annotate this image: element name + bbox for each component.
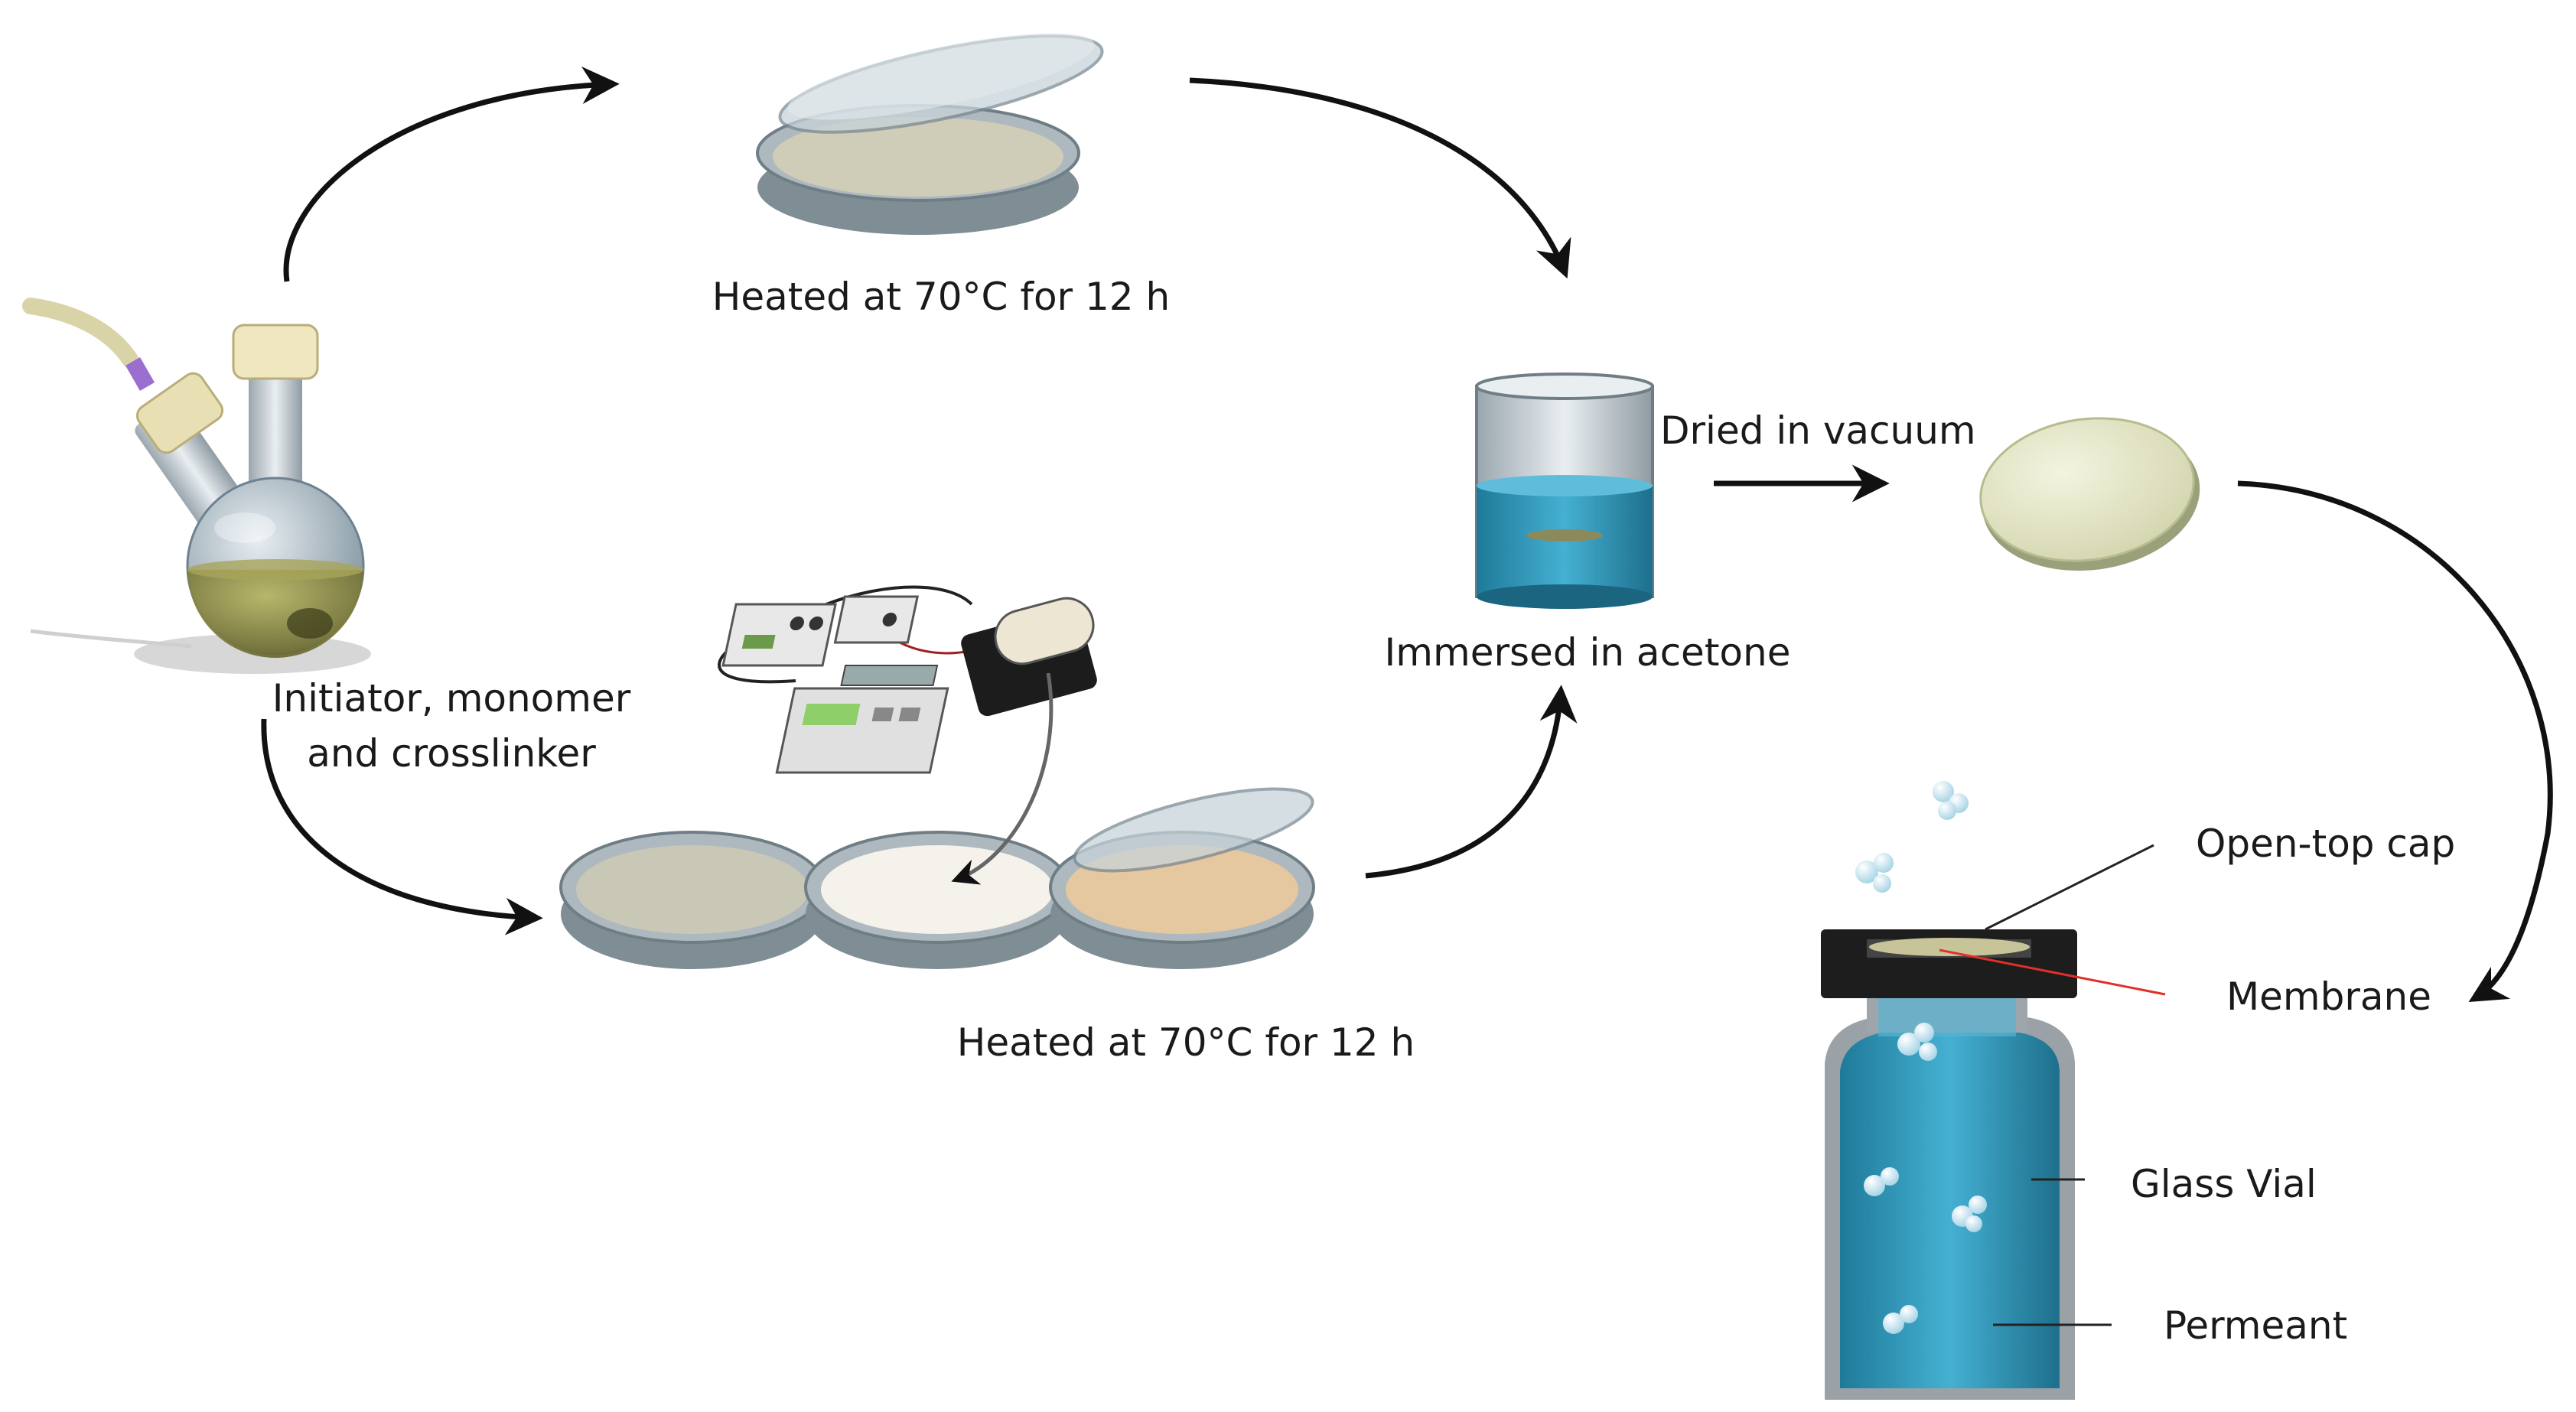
process-arrows bbox=[261, 66, 2553, 1003]
membrane-disc bbox=[1979, 417, 2200, 571]
open-top-cap-leader bbox=[1985, 844, 2154, 931]
flask-label-line-2: and crosslinker bbox=[307, 731, 596, 776]
open-top-cap-label: Open-top cap bbox=[2196, 821, 2455, 866]
permeant-label: Permeant bbox=[2164, 1303, 2347, 1348]
arrow-flask-to-top-dish bbox=[283, 66, 620, 282]
syringe-pump-setup bbox=[718, 585, 1097, 774]
acetone-beaker bbox=[1475, 373, 1654, 609]
permeant-bubbles bbox=[1855, 781, 1987, 1334]
immersed-label: Immersed in acetone bbox=[1385, 630, 1791, 675]
arrow-bottom-dishes-to-beaker bbox=[1365, 685, 1578, 879]
flask-label-line-1: Initiator, monomer bbox=[272, 676, 631, 721]
heated-bottom-label: Heated at 70°C for 12 h bbox=[957, 1020, 1415, 1065]
heated-top-label: Heated at 70°C for 12 h bbox=[712, 275, 1170, 319]
membrane-label: Membrane bbox=[2226, 974, 2431, 1019]
arrow-flask-to-bottom-dishes bbox=[261, 718, 543, 935]
dried-label: Dried in vacuum bbox=[1660, 408, 1976, 453]
glass-vial bbox=[1825, 971, 2075, 1400]
vial-membrane bbox=[1869, 938, 2030, 956]
petri-dish-top bbox=[756, 33, 1104, 235]
membrane-leader bbox=[1939, 948, 2166, 996]
arrow-disc-to-vial bbox=[2237, 480, 2553, 1003]
round-bottom-flask bbox=[22, 298, 371, 674]
petri-dishes-bottom bbox=[559, 672, 1315, 969]
arrow-top-dish-to-beaker bbox=[1189, 77, 1571, 279]
glass-vial-label: Glass Vial bbox=[2131, 1162, 2317, 1206]
